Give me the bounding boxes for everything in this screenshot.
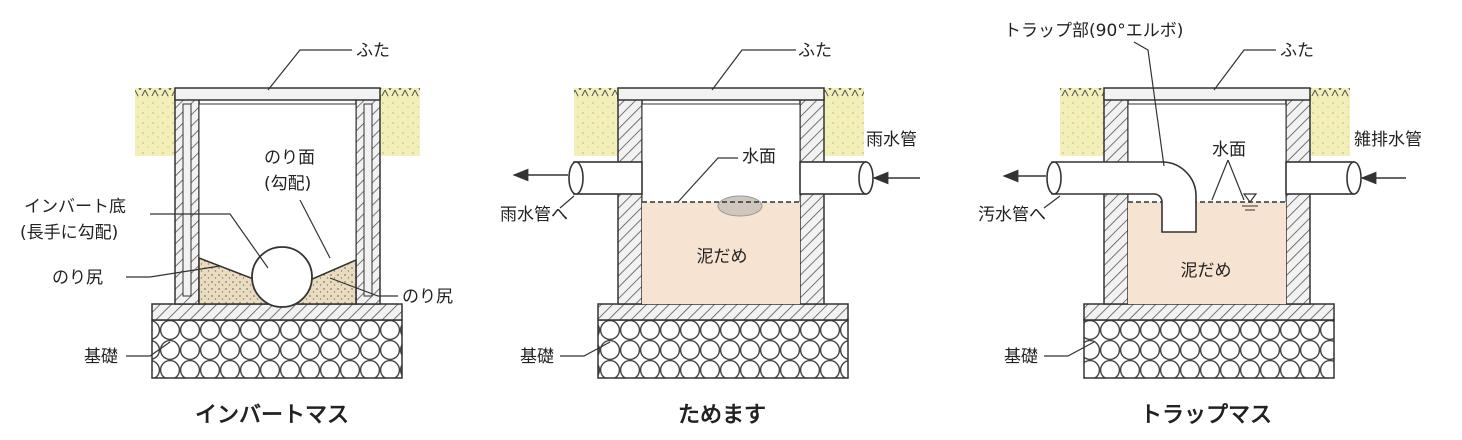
- inlet-pipe-end: [858, 161, 874, 195]
- foundation-stones: [1083, 319, 1335, 379]
- label-slope-toe-right: のり尻: [402, 287, 453, 307]
- label-water-surface: 水面: [742, 147, 776, 167]
- outlet-pipe-end: [568, 161, 584, 195]
- foundation-stones: [151, 319, 403, 379]
- label-slope-face: のり面: [264, 148, 315, 168]
- label-sludge: 泥だめ: [697, 247, 748, 267]
- leader-slope-toe-right: [329, 277, 398, 297]
- soil-right: [1306, 88, 1350, 156]
- leader-outlet-pipe: [1043, 195, 1061, 209]
- label-trap-part: トラップ部(90°エルボ): [1004, 21, 1183, 41]
- sludge-zone: [642, 202, 800, 304]
- caption-trap: トラップマス: [1140, 403, 1272, 428]
- label-inlet-pipe: 雨水管: [866, 130, 917, 150]
- panel-invert: ふた のり面 (勾配) インバート底 (長手に勾配) のり尻 のり尻 基礎 イン…: [20, 41, 453, 428]
- leader-slope-face: [299, 199, 331, 259]
- grass-left: [574, 88, 618, 96]
- caption-tame: ためます: [678, 403, 766, 428]
- invert-pipe: [251, 246, 313, 308]
- label-invert-bottom-sub: (長手に勾配): [20, 223, 118, 243]
- lid: [1103, 87, 1311, 101]
- leader-foundation: [126, 341, 171, 357]
- caption-invert: インバートマス: [195, 403, 349, 428]
- label-invert-bottom: インバート底: [24, 197, 126, 217]
- label-sludge: 泥だめ: [1181, 261, 1232, 281]
- soil-left: [1060, 88, 1104, 156]
- base-slab: [1083, 303, 1335, 321]
- panel-tame: ふた 水面 雨水管 雨水管へ 泥だめ 基礎 ためます: [500, 41, 920, 428]
- label-inlet-pipe: 雑排水管: [1354, 130, 1422, 150]
- inlet-pipe: [1285, 161, 1355, 195]
- label-slope-face-sub: (勾配): [264, 174, 311, 194]
- grass-left: [135, 88, 175, 96]
- sludge-zone: [1128, 202, 1286, 304]
- sediment-bump: [717, 195, 763, 217]
- outlet-pipe: [573, 161, 643, 195]
- label-lid: ふた: [798, 41, 832, 61]
- outlet-pipe-end: [1046, 161, 1062, 195]
- wall-left: [617, 95, 643, 305]
- label-lid: ふた: [356, 41, 390, 61]
- wall-left: [1103, 95, 1129, 305]
- base-slab: [597, 303, 849, 321]
- wall-left-inner: [182, 103, 192, 297]
- leader-water-surface: [1211, 159, 1245, 201]
- grass-right: [380, 88, 420, 96]
- soil-right: [820, 88, 864, 156]
- grass-right: [820, 88, 864, 96]
- trap-elbow: [1051, 161, 1197, 233]
- lid: [617, 87, 825, 101]
- water-level-symbol: [1242, 193, 1258, 203]
- leader-lid: [1213, 49, 1276, 91]
- inlet-pipe: [799, 161, 867, 195]
- soil-left: [574, 88, 618, 156]
- label-water-surface: 水面: [1212, 140, 1246, 160]
- leader-foundation: [1044, 341, 1095, 357]
- grass-left: [1060, 88, 1104, 96]
- leader-trap-part: [1133, 41, 1165, 167]
- label-outlet-pipe: 雨水管へ: [500, 205, 568, 225]
- panel-trap: トラップ部(90°エルボ) ふた 水面 雑排水管 汚水管へ 泥だめ 基礎 トラッ…: [978, 21, 1422, 428]
- label-outlet-pipe: 汚水管へ: [978, 205, 1046, 225]
- leader-lid: [267, 49, 352, 91]
- wall-right: [1285, 95, 1311, 305]
- inlet-pipe-end: [1346, 161, 1362, 195]
- soil-right: [380, 88, 420, 156]
- leader-slope-toe-left: [126, 265, 221, 278]
- label-slope-toe-left: のり尻: [52, 268, 103, 288]
- foundation-stones: [597, 319, 849, 379]
- leader-outlet-pipe: [559, 195, 575, 209]
- label-foundation: 基礎: [84, 347, 118, 367]
- label-lid: ふた: [1280, 41, 1314, 61]
- leader-invert-bottom: [150, 213, 269, 269]
- label-foundation: 基礎: [520, 347, 554, 367]
- leader-lid: [711, 49, 796, 91]
- soil-left: [135, 88, 175, 156]
- leader-water-surface: [677, 157, 738, 203]
- label-foundation: 基礎: [1004, 347, 1038, 367]
- grass-right: [1306, 88, 1350, 96]
- wall-right-inner: [363, 103, 373, 297]
- leader-foundation: [560, 341, 611, 357]
- wall-right: [799, 95, 825, 305]
- lid: [174, 87, 381, 101]
